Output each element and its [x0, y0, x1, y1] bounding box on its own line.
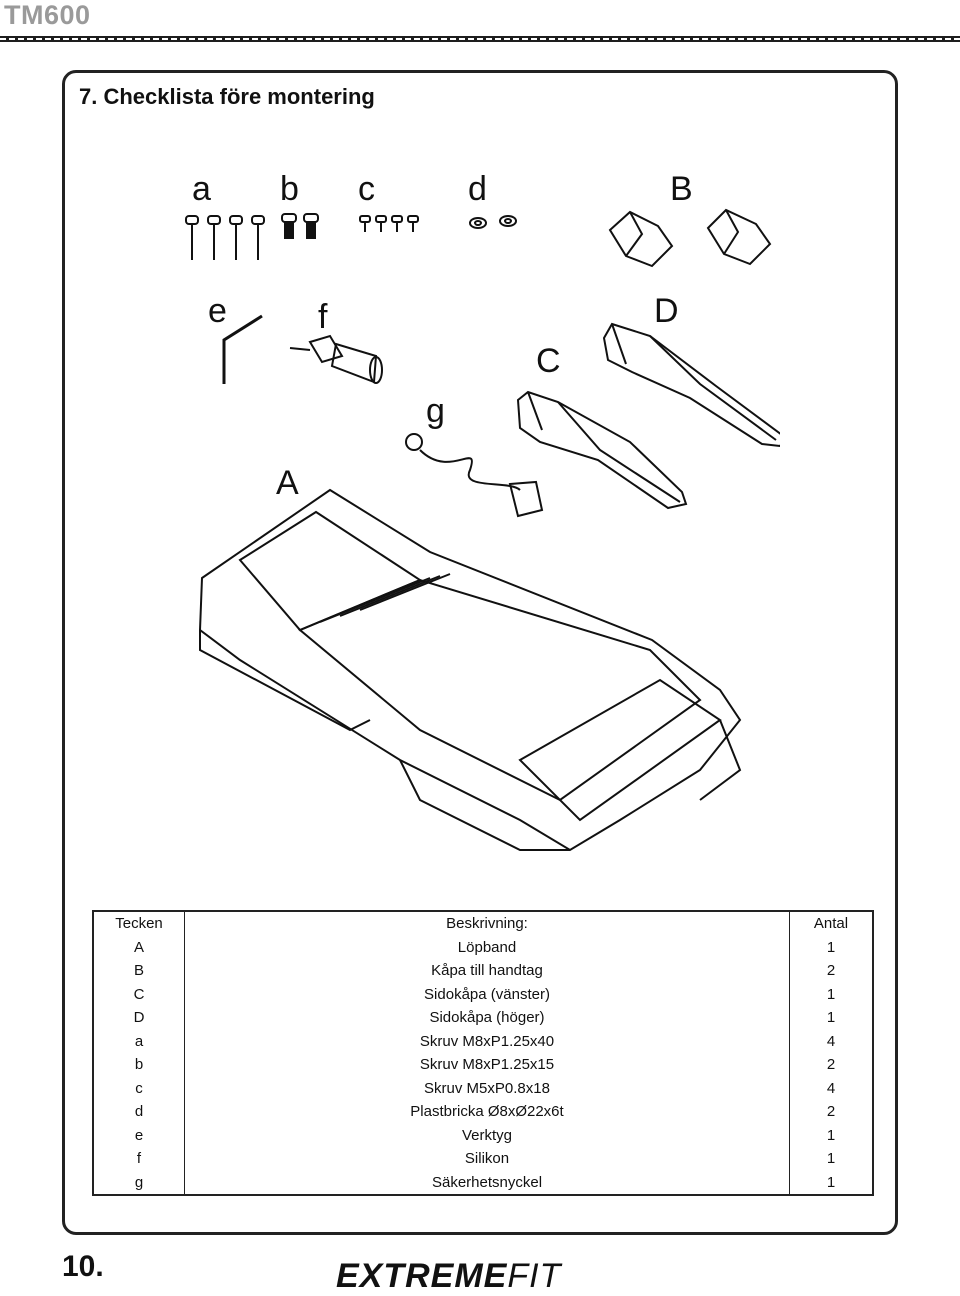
label-b: b — [280, 170, 299, 208]
safety-key-g-icon — [405, 433, 544, 518]
cell-antal: 1 — [789, 1170, 874, 1196]
cell-tecken: c — [92, 1076, 185, 1100]
label-e: e — [208, 292, 227, 330]
parts-illustration: a b c d B e f D C g A — [185, 170, 780, 852]
section-title: 7. Checklista före montering — [79, 84, 375, 109]
cell-antal: 2 — [789, 959, 874, 983]
table-row: C Sidokåpa (vänster) 1 — [92, 982, 874, 1006]
cell-tecken: A — [92, 935, 185, 959]
cell-beskrivning: Löpband — [184, 935, 790, 959]
table-row: A Löpband 1 — [92, 935, 874, 959]
cell-tecken: f — [92, 1147, 185, 1171]
table-row: g Säkerhetsnyckel 1 — [92, 1170, 874, 1196]
label-g: g — [426, 392, 445, 430]
cell-tecken: d — [92, 1100, 185, 1124]
content-frame — [62, 70, 898, 1235]
silicone-bottle-f-icon — [289, 334, 383, 384]
document-header-title: TM600 — [4, 0, 91, 30]
allen-key-e-icon — [222, 314, 263, 384]
cell-antal: 1 — [789, 1006, 874, 1030]
cell-tecken: B — [92, 959, 185, 983]
page-number: 10. — [62, 1250, 104, 1283]
washers-d-icon — [469, 215, 517, 229]
table-row: b Skruv M8xP1.25x15 2 — [92, 1053, 874, 1077]
table-row: D Sidokåpa (höger) 1 — [92, 1006, 874, 1030]
cell-beskrivning: Kåpa till handtag — [184, 959, 790, 983]
cell-beskrivning: Skruv M8xP1.25x15 — [184, 1053, 790, 1077]
label-a: a — [192, 170, 211, 208]
cell-antal: 1 — [789, 982, 874, 1006]
cell-antal: 4 — [789, 1029, 874, 1053]
cell-beskrivning: Säkerhetsnyckel — [184, 1170, 790, 1196]
cell-beskrivning: Sidokåpa (vänster) — [184, 982, 790, 1006]
brand-fit: FIT — [507, 1257, 562, 1295]
header-rule — [0, 36, 960, 42]
cell-tecken: D — [92, 1006, 185, 1030]
table-row: f Silikon 1 — [92, 1147, 874, 1171]
label-d: d — [468, 170, 487, 208]
cell-antal: 2 — [789, 1053, 874, 1077]
cell-tecken: g — [92, 1170, 185, 1196]
handle-covers-B-icon — [608, 208, 772, 268]
table-row: B Kåpa till handtag 2 — [92, 959, 874, 983]
cell-beskrivning: Sidokåpa (höger) — [184, 1006, 790, 1030]
screws-c-icon — [359, 215, 419, 232]
cell-antal: 1 — [789, 1147, 874, 1171]
cell-antal: 2 — [789, 1100, 874, 1124]
cell-beskrivning: Skruv M8xP1.25x40 — [184, 1029, 790, 1053]
label-D: D — [654, 292, 679, 330]
checklist-table: Tecken Beskrivning: Antal A Löpband 1 B … — [92, 910, 874, 1196]
side-cover-C-icon — [516, 390, 688, 510]
treadmill-base-A-icon — [198, 488, 742, 852]
header-tecken: Tecken — [92, 910, 185, 936]
cell-tecken: C — [92, 982, 185, 1006]
brand-logo: EXTREMEFIT — [336, 1257, 561, 1296]
label-B: B — [670, 170, 693, 208]
label-A: A — [276, 464, 299, 502]
cell-beskrivning: Plastbricka Ø8xØ22x6t — [184, 1100, 790, 1124]
cell-antal: 4 — [789, 1076, 874, 1100]
table-row: e Verktyg 1 — [92, 1123, 874, 1147]
table-header-row: Tecken Beskrivning: Antal — [92, 910, 874, 936]
cell-antal: 1 — [789, 935, 874, 959]
cell-beskrivning: Verktyg — [184, 1123, 790, 1147]
bolts-a-icon — [185, 215, 265, 260]
cell-antal: 1 — [789, 1123, 874, 1147]
cell-tecken: a — [92, 1029, 185, 1053]
cell-tecken: e — [92, 1123, 185, 1147]
table-row: c Skruv M5xP0.8x18 4 — [92, 1076, 874, 1100]
label-C: C — [536, 342, 561, 380]
cell-tecken: b — [92, 1053, 185, 1077]
side-cover-D-icon — [602, 322, 780, 448]
bolts-b-icon — [281, 213, 319, 239]
table-row: a Skruv M8xP1.25x40 4 — [92, 1029, 874, 1053]
cell-beskrivning: Skruv M5xP0.8x18 — [184, 1076, 790, 1100]
header-beskrivning: Beskrivning: — [184, 910, 790, 936]
label-c: c — [358, 170, 375, 208]
cell-beskrivning: Silikon — [184, 1147, 790, 1171]
label-f: f — [318, 298, 328, 336]
table-row: d Plastbricka Ø8xØ22x6t 2 — [92, 1100, 874, 1124]
brand-main: EXTREME — [336, 1257, 508, 1295]
header-antal: Antal — [789, 910, 874, 936]
